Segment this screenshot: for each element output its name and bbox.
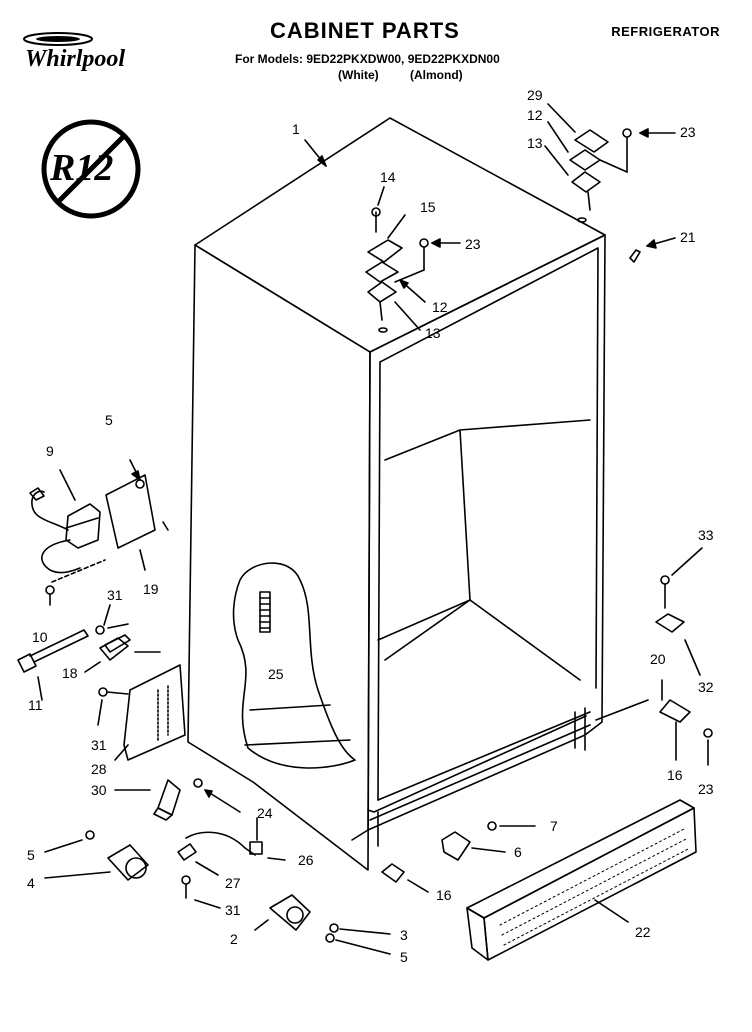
callout-3: 3: [400, 927, 408, 943]
color-almond-label: (Almond): [410, 68, 463, 82]
category-label: REFRIGERATOR: [611, 24, 720, 39]
cord-clip-assembly: [17, 604, 161, 701]
callout-7: 7: [550, 818, 558, 834]
page-title: CABINET PARTS: [270, 18, 460, 43]
callout-23: 23: [465, 236, 481, 252]
callout-1: 1: [292, 121, 300, 137]
callout-14: 14: [380, 169, 396, 185]
callout-32: 32: [698, 679, 714, 695]
bracket-28: [97, 664, 186, 761]
brand-logo: Whirlpool: [25, 46, 126, 72]
color-white-label: (White): [338, 68, 379, 82]
models-line: For Models: 9ED22PKXDW00, 9ED22PKXDN00: [235, 52, 500, 66]
callout-31: 31: [91, 737, 107, 753]
callout-29: 29: [527, 87, 543, 103]
callout-23: 23: [698, 781, 714, 797]
callout-13: 13: [527, 135, 543, 151]
callout-9: 9: [46, 443, 54, 459]
callout-22: 22: [635, 924, 651, 940]
brand-swoosh-icon: [23, 32, 93, 46]
callout-5: 5: [105, 412, 113, 428]
callout-12: 12: [432, 299, 448, 315]
callout-4: 4: [27, 875, 35, 891]
callout-21: 21: [680, 229, 696, 245]
color-labels: (White) (Almond): [338, 68, 491, 82]
callout-33: 33: [698, 527, 714, 543]
callout-26: 26: [298, 852, 314, 868]
leader-lines: [304, 103, 676, 331]
callout-16: 16: [667, 767, 683, 783]
callout-31: 31: [107, 587, 123, 603]
callout-18: 18: [62, 665, 78, 681]
callout-24: 24: [257, 805, 273, 821]
callout-19: 19: [143, 581, 159, 597]
callout-16: 16: [436, 887, 452, 903]
callout-27: 27: [225, 875, 241, 891]
top-hinge-right: [569, 128, 641, 263]
callout-28: 28: [91, 761, 107, 777]
callout-5: 5: [27, 847, 35, 863]
callout-10: 10: [32, 629, 48, 645]
callout-12: 12: [527, 107, 543, 123]
callout-25: 25: [268, 666, 284, 682]
transformer-assembly: [29, 459, 169, 606]
callout-5: 5: [400, 949, 408, 965]
bottom-center-parts: [381, 821, 536, 893]
hinge-bracket-30: [114, 778, 241, 821]
callout-2: 2: [230, 931, 238, 947]
callout-13: 13: [425, 325, 441, 341]
callout-31: 31: [225, 902, 241, 918]
right-roller-assembly: [595, 547, 713, 766]
callout-15: 15: [420, 199, 436, 215]
callout-23: 23: [680, 124, 696, 140]
callout-11: 11: [28, 697, 43, 713]
bottom-left-parts: [44, 817, 391, 955]
r12-badge-icon: [41, 119, 141, 219]
top-hinge-center: [365, 207, 429, 333]
cabinet-body: [187, 117, 606, 871]
callout-30: 30: [91, 782, 107, 798]
toe-grille: [466, 799, 697, 961]
callout-6: 6: [514, 844, 522, 860]
callout-20: 20: [650, 651, 666, 667]
r12-badge-text: R12: [50, 147, 114, 189]
